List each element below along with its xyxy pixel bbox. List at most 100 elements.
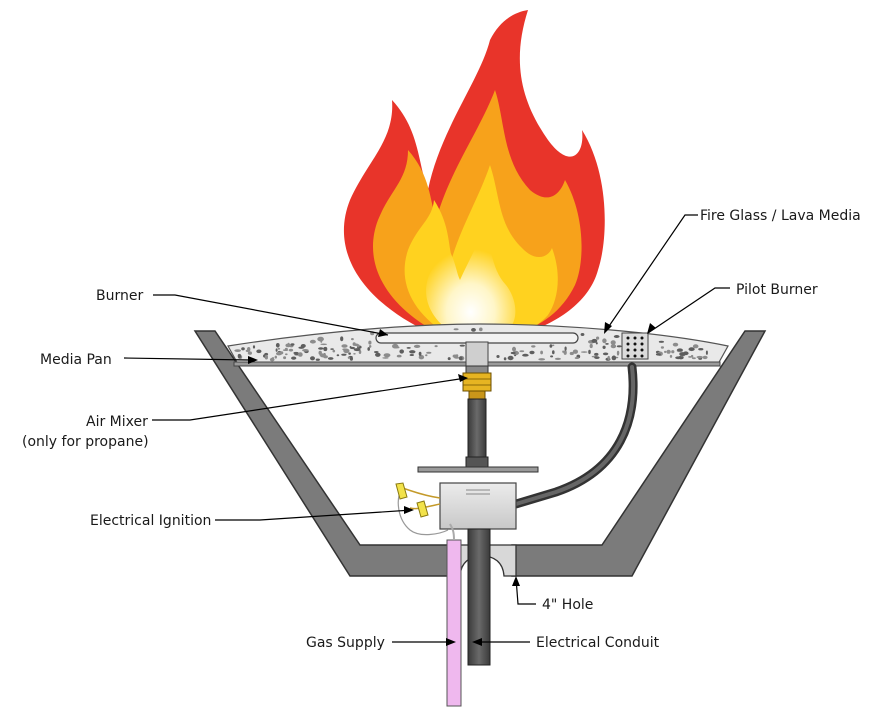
media-speckle	[284, 353, 288, 356]
media-speckle	[589, 343, 593, 349]
media-speckle	[702, 355, 708, 360]
media-speckle	[288, 348, 294, 352]
media-speckle	[418, 351, 422, 356]
media-speckle	[426, 351, 432, 354]
media-speckle	[310, 340, 314, 343]
media-speckle	[409, 354, 414, 356]
media-speckle	[348, 352, 351, 355]
media-speckle	[336, 354, 340, 357]
media-speckle	[672, 342, 679, 347]
media-speckle	[367, 347, 371, 351]
media-speckle	[692, 344, 699, 349]
media-speckle	[669, 354, 673, 358]
media-speckle	[374, 351, 379, 353]
media-speckle	[275, 343, 280, 348]
media-speckle	[507, 355, 514, 361]
media-speckle	[315, 358, 320, 361]
media-speckle	[277, 347, 281, 350]
media-speckle	[425, 354, 428, 357]
media-speckle	[602, 352, 609, 356]
media-speckle	[375, 352, 381, 357]
media-speckle	[580, 333, 585, 336]
label-air-mixer-note: (only for propane)	[22, 434, 149, 450]
media-speckle	[602, 338, 607, 344]
media-speckle	[290, 343, 295, 346]
media-speckle	[569, 351, 574, 356]
label-electrical-conduit: Electrical Conduit	[536, 635, 660, 651]
media-speckle	[247, 351, 252, 355]
media-speckle	[269, 357, 275, 362]
wire-nut-icon	[395, 482, 408, 500]
media-speckle	[353, 353, 356, 355]
media-speckle	[340, 336, 344, 342]
media-speckle	[341, 353, 347, 356]
media-speckle	[234, 349, 241, 352]
media-speckle	[522, 353, 529, 357]
media-speckle	[285, 343, 292, 348]
media-speckle	[550, 355, 554, 358]
mounting-plate	[417, 466, 539, 473]
label-air-mixer: Air Mixer	[86, 414, 148, 430]
media-speckle	[691, 357, 696, 360]
media-speckle	[330, 348, 334, 350]
media-speckle	[671, 350, 675, 354]
media-speckle	[610, 340, 616, 345]
media-speckle	[510, 351, 516, 355]
label-gas-supply: Gas Supply	[306, 635, 385, 651]
media-speckle	[610, 344, 617, 349]
media-speckle	[369, 345, 372, 348]
media-speckle	[455, 354, 459, 358]
media-speckle	[274, 355, 277, 359]
media-speckle	[297, 352, 303, 357]
media-speckle	[676, 348, 683, 352]
media-speckle	[519, 350, 525, 353]
media-speckle	[310, 356, 315, 361]
electrical-conduit	[467, 528, 491, 666]
media-speckle	[529, 350, 535, 355]
media-speckle	[282, 349, 289, 351]
media-speckle	[368, 340, 372, 345]
media-speckle	[454, 356, 460, 359]
media-speckle	[540, 350, 543, 355]
media-speckle	[418, 355, 425, 360]
media-speckle	[298, 346, 305, 349]
ignition-wires	[395, 482, 449, 536]
media-speckle	[588, 349, 591, 355]
media-speckle	[349, 356, 353, 361]
media-speckle	[562, 350, 565, 353]
media-speckle	[595, 342, 598, 345]
media-speckle	[252, 345, 256, 349]
media-speckle	[356, 344, 360, 348]
media-speckle	[538, 358, 546, 361]
media-speckle	[399, 349, 405, 354]
media-speckle	[574, 357, 580, 359]
media-speckle	[341, 344, 348, 348]
media-speckle	[347, 356, 351, 359]
media-speckle	[531, 345, 536, 348]
media-speckle	[594, 352, 599, 356]
media-speckle	[471, 328, 476, 332]
media-speckle	[580, 351, 588, 353]
air-mixer	[462, 372, 492, 392]
media-speckle	[616, 345, 622, 348]
media-speckle	[696, 355, 703, 359]
media-speckle	[349, 346, 352, 349]
media-speckle	[613, 335, 620, 338]
media-speckle	[453, 328, 459, 331]
media-speckle	[655, 353, 661, 356]
label-electrical-ignition: Electrical Ignition	[90, 513, 211, 529]
media-speckle	[351, 338, 354, 341]
media-speckle	[291, 356, 297, 360]
media-speckle	[264, 352, 269, 356]
media-speckle	[658, 340, 665, 343]
media-speckle	[591, 338, 598, 343]
media-speckle	[413, 344, 421, 348]
media-speckle	[549, 344, 553, 348]
media-speckle	[342, 348, 348, 351]
media-speckle	[383, 353, 391, 358]
pilot-burner	[621, 332, 649, 360]
media-speckle	[353, 348, 361, 352]
media-speckle	[256, 349, 262, 354]
